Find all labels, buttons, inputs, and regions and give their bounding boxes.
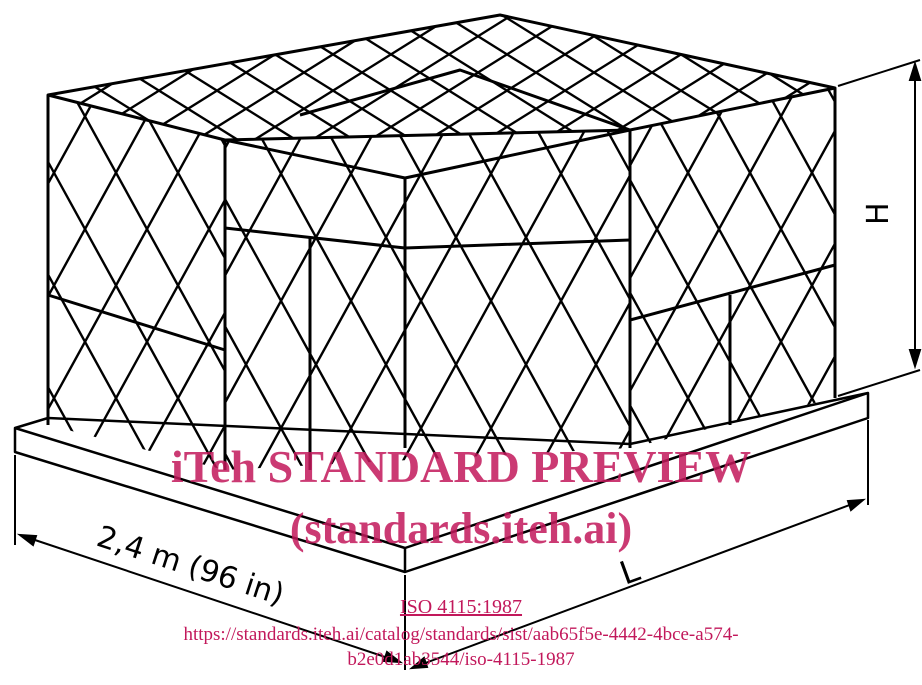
net-strap: [0, 60, 37, 480]
width-dimension: [14, 455, 406, 670]
net-strap: [48, 95, 180, 470]
net-strap: [48, 95, 101, 470]
net-front-face: [225, 110, 922, 480]
pallet-base: [13, 391, 870, 574]
net-strap: [314, 130, 521, 470]
cargo-outline: [46, 13, 837, 470]
net-strap: [488, 60, 719, 480]
net-strap: [316, 60, 536, 460]
net-strap: [295, 15, 537, 140]
net-strap: [0, 0, 14, 150]
net-strap: [384, 130, 591, 470]
net-strap: [225, 130, 381, 470]
net-strap: [630, 88, 835, 448]
net-strap: [48, 15, 139, 140]
net-strap: [225, 130, 388, 470]
net-strap: [48, 15, 81, 140]
net-strap: [48, 95, 56, 470]
net-strap: [767, 15, 835, 140]
net-strap: [220, 60, 440, 460]
net-strap: [630, 88, 814, 448]
net-strap: [321, 130, 528, 470]
length-label: L: [615, 551, 645, 593]
net-strap: [63, 15, 305, 140]
net-strap: [131, 95, 225, 470]
net-strap: [454, 130, 630, 470]
net-strap: [686, 88, 835, 448]
net-strap: [652, 88, 835, 448]
net-strap: [701, 15, 835, 140]
net-strap: [0, 60, 130, 460]
net-strap: [505, 60, 736, 480]
net-strap: [48, 95, 118, 470]
net-strap: [759, 15, 835, 140]
net-strap: [52, 95, 225, 470]
net-strap: [48, 95, 225, 470]
net-strap: [48, 15, 131, 140]
net-strap: [630, 88, 752, 448]
net-strap: [630, 88, 724, 448]
net-strap: [251, 130, 458, 470]
standard-link[interactable]: ISO 4115:1987: [399, 596, 523, 618]
net-strap: [48, 15, 247, 140]
net-strap: [630, 88, 786, 448]
net-strap: [643, 15, 835, 140]
net-strap: [48, 95, 225, 470]
net-strap: [114, 95, 225, 470]
net-strap: [461, 130, 630, 470]
net-strap: [709, 15, 835, 140]
height-label: H: [861, 202, 896, 225]
net-strap: [344, 60, 564, 460]
net-strap: [69, 95, 225, 470]
net-strap: [883, 110, 922, 480]
net-strap: [244, 130, 451, 470]
net-strap: [469, 15, 711, 140]
net-strap: [48, 95, 163, 470]
net-strap: [48, 15, 73, 140]
net-strap: [776, 88, 835, 448]
net-strap: [426, 60, 657, 480]
net-strap: [225, 130, 318, 470]
net-strap: [714, 88, 835, 448]
net-strap: [225, 130, 311, 470]
net-strap: [748, 88, 835, 448]
net-strap: [531, 130, 630, 470]
length-dimension: [408, 420, 869, 670]
net-strap: [535, 15, 777, 140]
net-strap: [391, 130, 598, 470]
net-strap: [179, 15, 421, 140]
height-dimension: [837, 59, 922, 397]
net-strap: [378, 60, 598, 460]
net-strap: [630, 88, 662, 448]
net-strap: [477, 15, 719, 140]
net-strap: [524, 130, 630, 470]
net-strap: [902, 60, 922, 460]
